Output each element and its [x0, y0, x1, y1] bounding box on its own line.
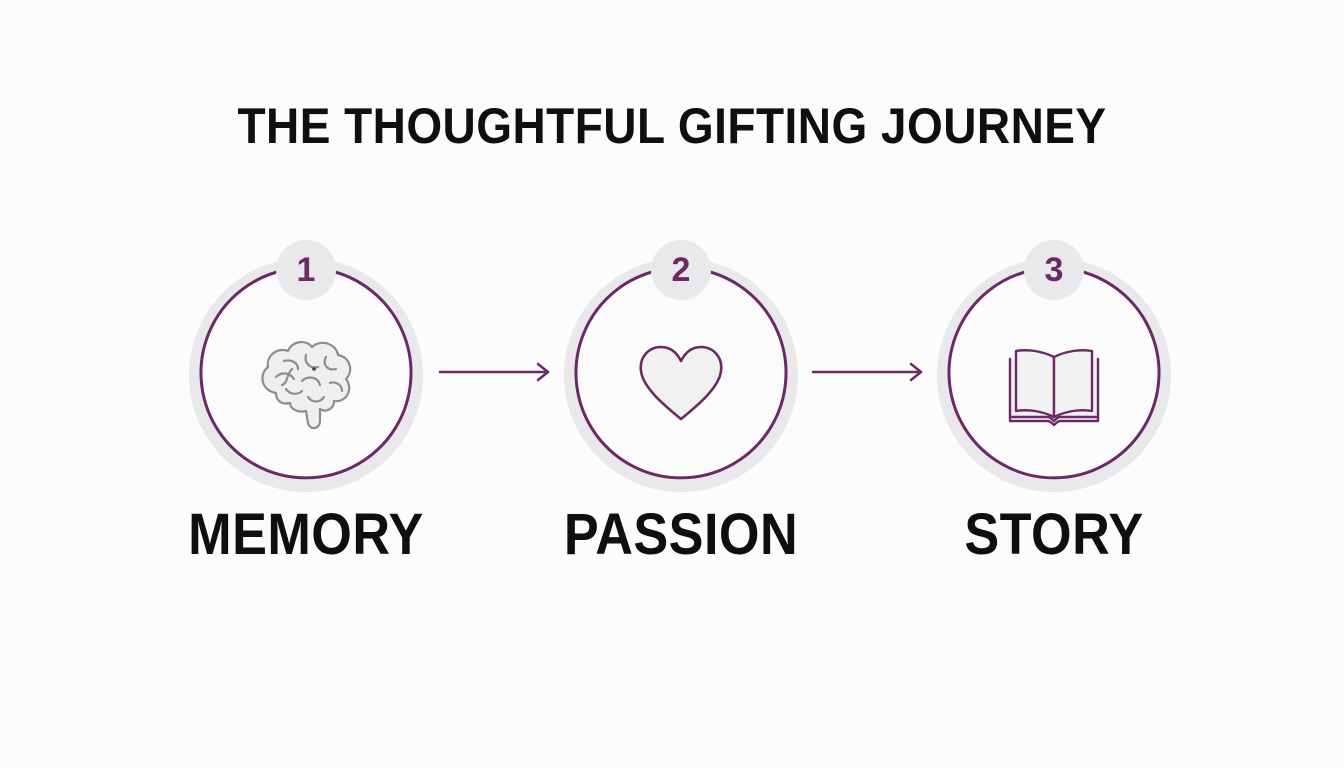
heart-icon	[639, 345, 723, 421]
step-ring-outline	[574, 268, 788, 480]
brain-icon	[261, 341, 352, 430]
step-number-badge: 1	[276, 240, 336, 300]
step-memory: 1 MEMORY	[181, 240, 431, 570]
step-number-badge: 3	[1024, 240, 1084, 300]
step-number: 2	[671, 251, 691, 289]
step-number-badge: 2	[651, 240, 711, 300]
step-label: MEMORY	[188, 502, 424, 567]
step-label: STORY	[964, 502, 1144, 567]
page-title: THE THOUGHTFUL GIFTING JOURNEY	[237, 98, 1107, 154]
book-icon	[1008, 349, 1100, 427]
step-ring-outline	[947, 268, 1161, 480]
arrow-right-icon	[811, 362, 923, 382]
arrow-right-icon	[438, 362, 550, 382]
step-story: 3 STORY	[929, 240, 1179, 570]
step-ring-outline	[199, 268, 413, 480]
step-passion: 2 PASSION	[556, 240, 806, 570]
step-number: 1	[296, 251, 316, 289]
step-label: PASSION	[563, 502, 799, 567]
step-number: 3	[1044, 251, 1064, 289]
